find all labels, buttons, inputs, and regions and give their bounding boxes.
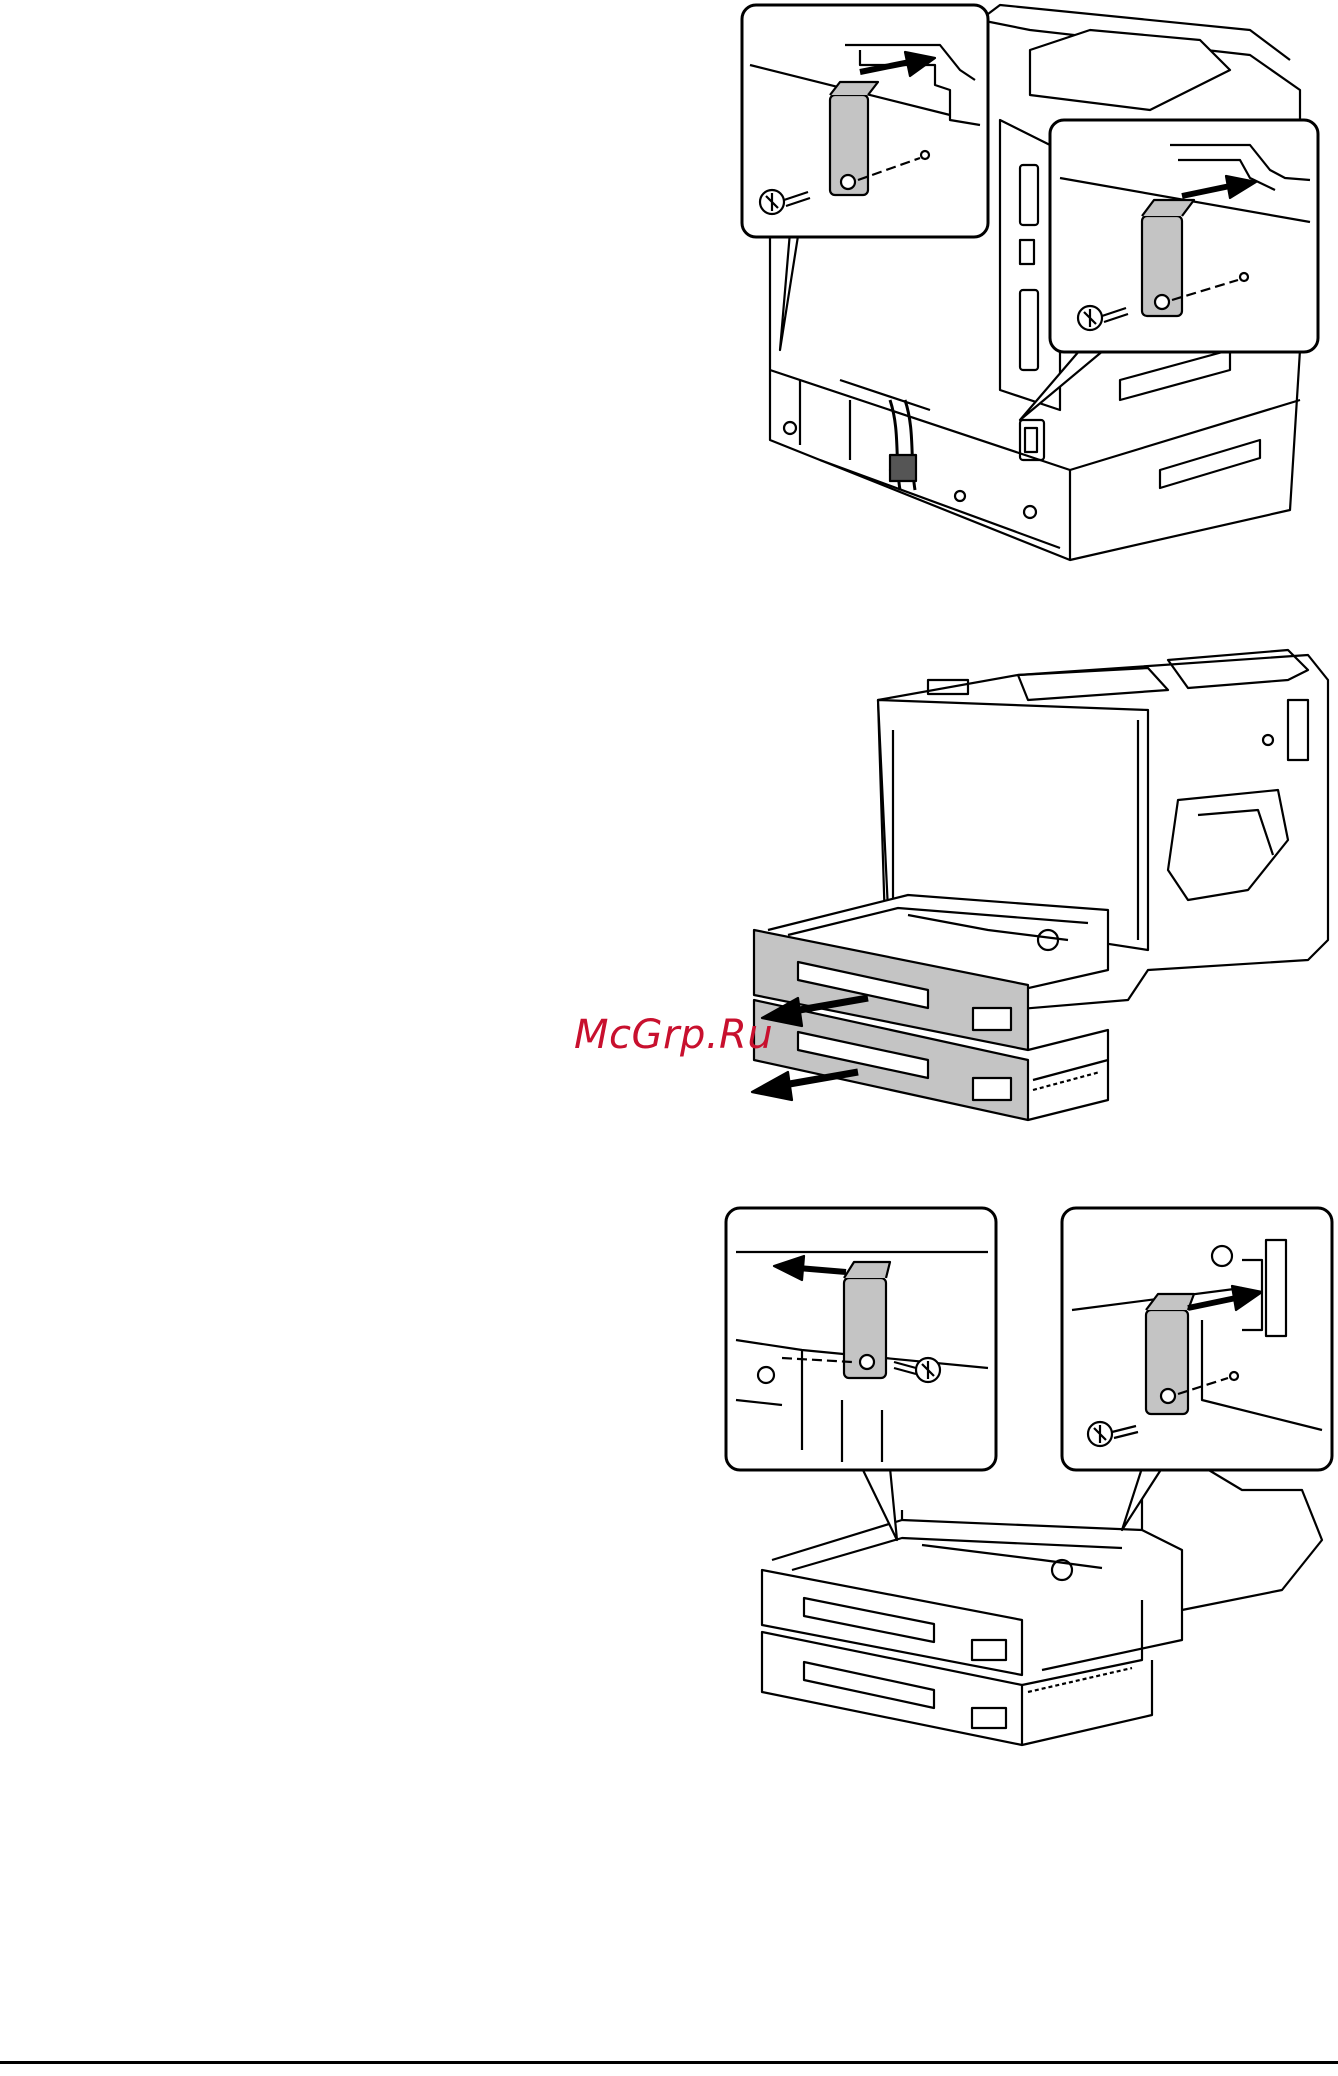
figure-trays-pulled (728, 640, 1338, 1130)
watermark-text: McGrp.Ru (574, 1012, 773, 1058)
figure-tray-brackets (722, 1200, 1338, 1780)
page-bottom-rule (0, 2061, 1338, 2064)
figure-rear-view (730, 0, 1338, 570)
